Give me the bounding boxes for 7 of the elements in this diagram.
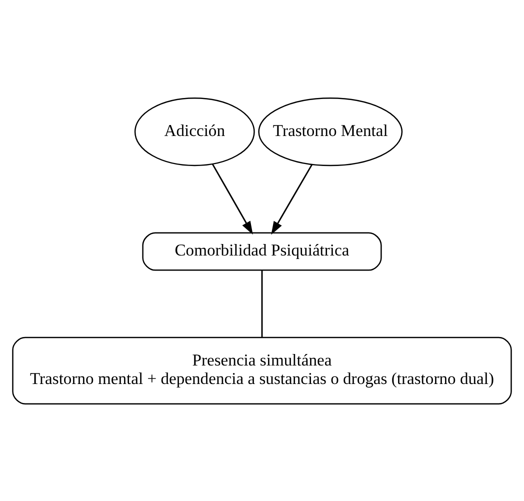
- arrow: [212, 163, 253, 234]
- node-box: Presencia simultánea Trastorno mental + dependencia a sustancias o drogas (trastorno dual): [12, 336, 512, 404]
- connector: [261, 270, 263, 338]
- node-box: Comorbilidad Psiquiátrica: [142, 232, 382, 270]
- node-ellipse: Adicción: [134, 97, 255, 166]
- node-ellipse: Trastorno Mental: [258, 97, 403, 166]
- arrow: [271, 164, 313, 234]
